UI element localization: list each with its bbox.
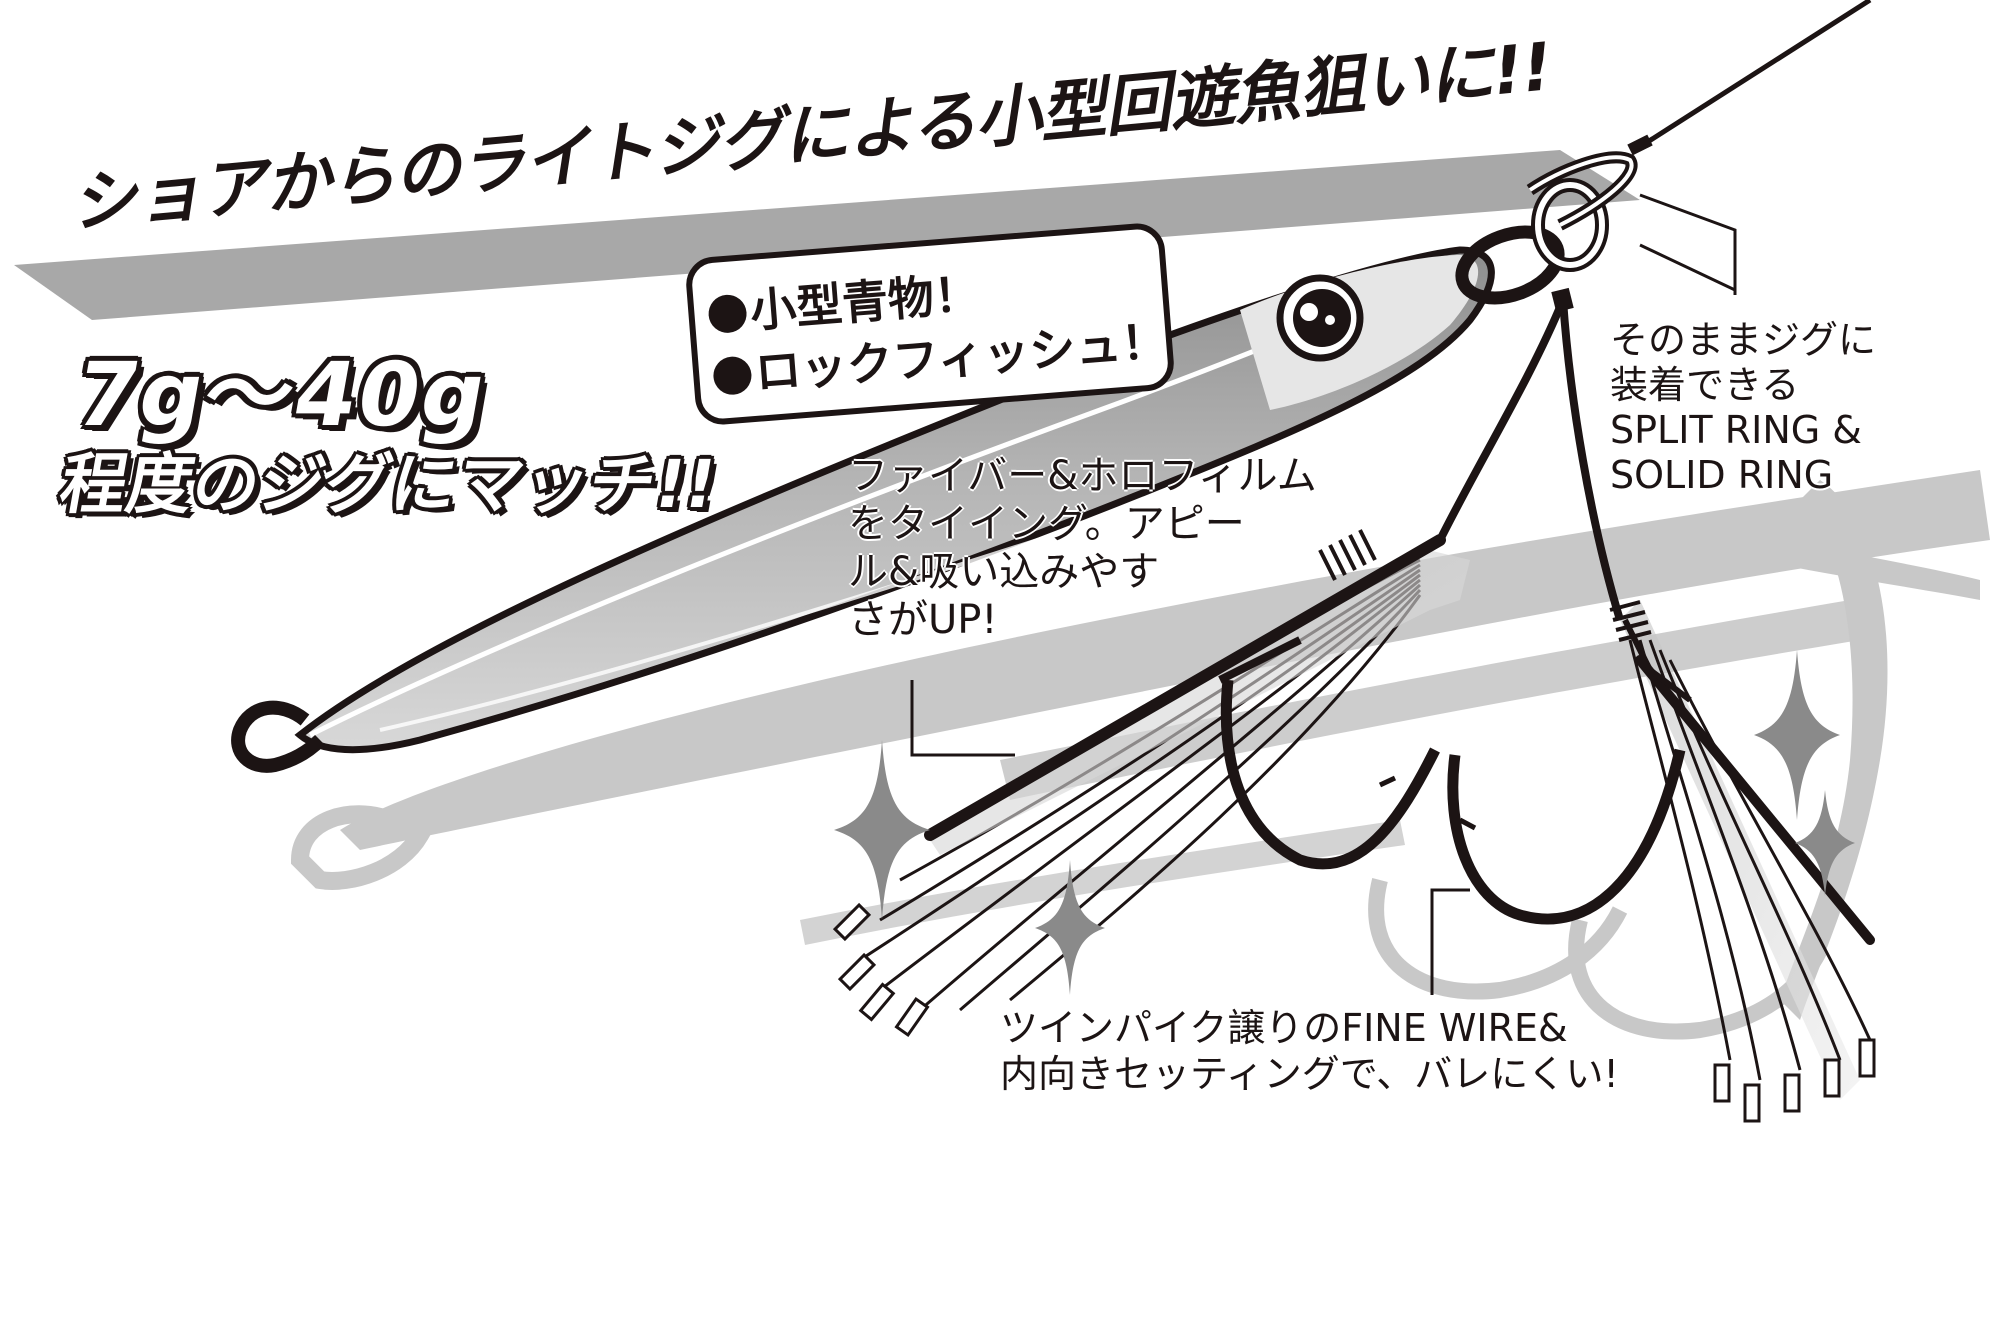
weight-range-block: 7g〜40g 程度のジグにマッチ!! — [54, 343, 740, 525]
split-ring-and-solid-ring — [1455, 0, 1872, 313]
fishing-line — [1633, 0, 1872, 153]
callout-leaders — [910, 193, 1737, 995]
weight-range-subtitle: 程度のジグにマッチ!! — [54, 446, 723, 523]
sparkle-icon — [1795, 790, 1855, 896]
sparkle-icon — [1754, 650, 1840, 820]
assist-hook-right — [1447, 600, 1876, 1123]
sparkle-icon — [1035, 860, 1105, 995]
headline-banner — [14, 150, 1640, 320]
callout-fine-wire: ツインパイク譲りのFINE WIRE& 内向きセッティングで、バレにくい! — [1000, 1006, 1619, 1096]
weight-range: 7g〜40g — [68, 343, 496, 446]
tail-eyelet — [231, 700, 325, 773]
assist-lines — [1436, 298, 1624, 622]
callout-fiber-holofilm: ファイバー&ホロフィルム をタイイング。アピー ル&吸い込みやす さがUP! — [848, 453, 1317, 643]
jig-eye — [1276, 274, 1364, 362]
bullet-icon — [707, 293, 749, 335]
sparkle-icon — [834, 740, 930, 920]
callout-rings: そのままジグに 装着できる SPLIT RING & SOLID RING — [1610, 318, 1877, 497]
assist-hook-left — [832, 529, 1470, 1038]
sparkle-icons — [834, 650, 1855, 995]
